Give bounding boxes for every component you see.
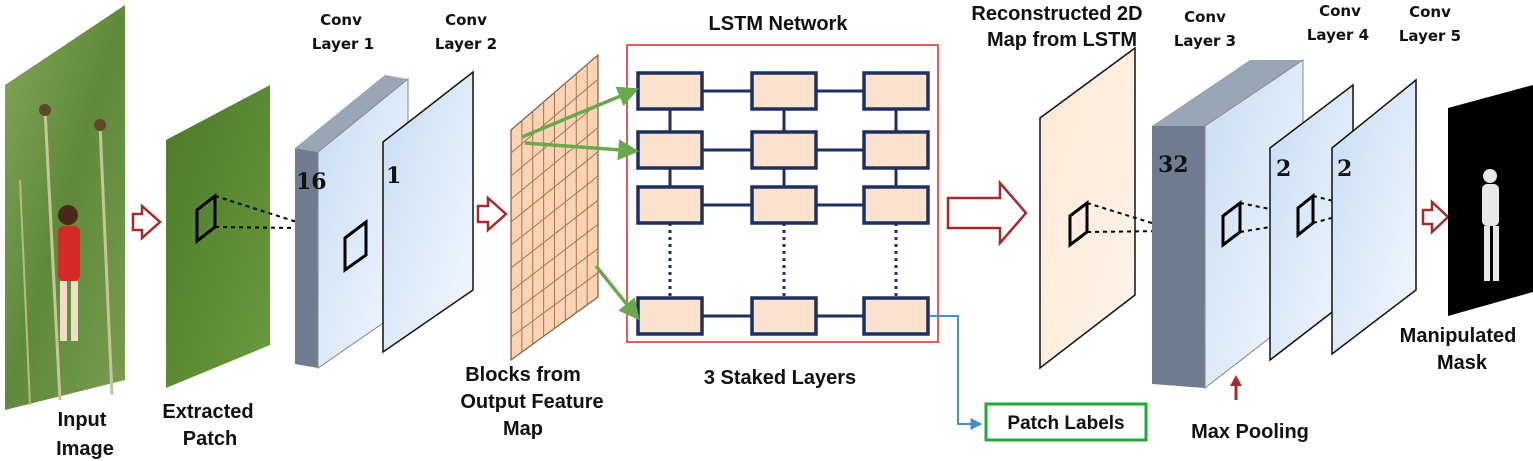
extracted-patch [166,85,298,388]
lstm-network-title: LSTM Network [709,13,849,35]
grid-line-horizontal [510,199,599,269]
grid-line-horizontal [510,103,599,177]
input-image [5,5,125,410]
lstm-cell [636,296,704,336]
label-input-image-1: Input [58,409,107,431]
label-blocks-2: Output Feature [460,391,603,413]
grid-line-horizontal [510,272,599,338]
patch-labels-box: Patch Labels [984,402,1148,442]
lstm-cell [636,185,704,225]
label-conv4-1: Conv [1319,2,1361,20]
label-conv3-1: Conv [1184,8,1226,26]
green-arrow-1 [521,86,639,139]
label-reconstructed-2: Map from LSTM [987,29,1137,51]
conv1-depth: 16 [296,169,327,195]
grid-line-horizontal [510,175,599,246]
conv2-depth: 1 [386,163,401,189]
conv-layer-5 [1331,78,1417,356]
lstm-cell [862,71,930,111]
label-conv1-2: Layer 1 [312,35,374,53]
label-extracted-2: Patch [183,428,237,450]
feature-map-grid [510,53,599,362]
conv5-depth: 2 [1337,156,1352,182]
reconstructed-map [1039,46,1169,370]
lstm-cell [862,296,930,336]
label-manipulated-2: Mask [1437,352,1488,374]
label-conv1-1: Conv [320,11,362,29]
label-conv5-2: Layer 5 [1399,27,1461,45]
label-conv5-1: Conv [1409,3,1451,21]
grid-line-horizontal [510,78,599,154]
manipulated-mask [1448,85,1533,316]
green-arrow-2 [524,139,640,161]
stacked-layers-label: 3 Staked Layers [704,367,856,389]
patch-labels-text: Patch Labels [1007,413,1124,434]
flow-arrow-2 [476,195,508,233]
flow-arrow-1 [131,203,162,241]
label-reconstructed-1: Reconstructed 2D [971,3,1142,25]
label-conv2-2: Layer 2 [435,35,497,53]
lstm-cells [636,71,930,336]
max-pooling-arrow [1230,375,1242,400]
green-arrow-3 [594,264,640,321]
lstm-network-frame [626,44,939,343]
label-input-image-2: Image [56,438,114,460]
max-pooling-label: Max Pooling [1191,421,1309,443]
lstm-cell [750,130,818,170]
lstm-cell [636,71,704,111]
conv-layer-2 [382,70,474,354]
flow-arrow-3 [946,179,1028,247]
label-conv4-2: Layer 4 [1307,26,1369,44]
grid-line-horizontal [510,224,599,292]
flow-arrow-4 [1421,199,1450,235]
label-conv3-2: Layer 3 [1174,32,1236,50]
grid-line-horizontal [510,127,599,200]
label-extracted-1: Extracted [162,401,253,423]
label-blocks-1: Blocks from [465,364,581,386]
grid-line-horizontal [510,151,599,223]
lstm-cell [750,71,818,111]
lstm-cell [636,130,704,170]
lstm-cell [862,185,930,225]
label-conv2-1: Conv [445,11,487,29]
lstm-cell [750,185,818,225]
patch-labels-connector [930,315,983,430]
lstm-cell [862,130,930,170]
grid-line-horizontal [510,248,599,315]
label-manipulated-1: Manipulated [1400,325,1517,347]
conv4-depth: 2 [1276,156,1291,182]
lstm-cell [750,296,818,336]
conv3-depth: 32 [1158,152,1189,178]
label-blocks-3: Map [503,418,543,440]
